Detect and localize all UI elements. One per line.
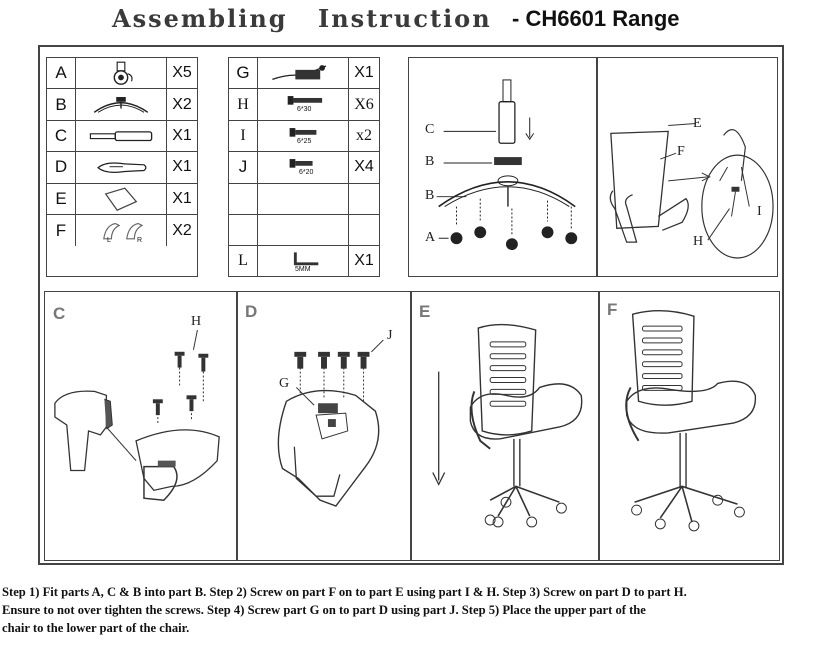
label-base: B: [425, 188, 435, 203]
model-range: - CH6601 Range: [512, 6, 680, 31]
steps-line-2: Ensure to not over tighten the screws. S…: [2, 603, 646, 617]
part-qty: X6: [348, 89, 379, 120]
part-letter: F: [47, 215, 76, 247]
screw-size: 6*30: [297, 106, 312, 114]
allen-key-size: 5MM: [295, 266, 311, 274]
label-armrest: F: [677, 144, 685, 159]
panel-c-letter: C: [53, 304, 66, 323]
part-qty: X2: [166, 215, 197, 247]
mechanism-icon: [259, 58, 347, 88]
part-row-l: L 5MM X1: [229, 246, 379, 277]
label-mechanism: G: [279, 376, 290, 391]
part-letter: C: [47, 120, 76, 152]
part-letter: A: [47, 58, 76, 89]
screw-icon: 6*30: [259, 89, 347, 119]
part-qty: X1: [166, 120, 197, 152]
part-letter: J: [229, 152, 258, 183]
armrest-detail-illustration: [609, 122, 774, 259]
part-qty: X5: [166, 58, 197, 89]
steps-line-1: Step 1) Fit parts A, C & B into part B. …: [2, 585, 687, 599]
part-row-a: A X5: [47, 58, 197, 90]
allen-key-icon: 5MM: [259, 246, 347, 276]
screw-size: 6*20: [299, 169, 314, 177]
label-casters: A: [425, 230, 436, 245]
label-gas-lift: C: [425, 122, 435, 137]
screw-icon: 6*25: [259, 121, 347, 151]
part-qty: [348, 183, 379, 214]
part-qty: X1: [348, 246, 379, 277]
part-row-h: H 6*30 X6: [229, 89, 379, 121]
label-screw-j: J: [387, 328, 393, 343]
part-letter: B: [47, 89, 76, 120]
part-letter: [229, 183, 258, 214]
armrest-right-tag: R: [137, 237, 143, 244]
part-letter: D: [47, 152, 76, 183]
parts-table-left: A X5 B X2 C X1 D X1 E X1 F: [46, 57, 198, 277]
label-base-cover: B: [425, 154, 435, 169]
panel-armrest-detail: E F I H: [596, 57, 778, 277]
step-d-illustration: [277, 339, 384, 507]
part-qty: X2: [166, 89, 197, 120]
part-letter: G: [229, 58, 258, 89]
part-qty: X1: [166, 183, 197, 214]
part-letter: I: [229, 120, 258, 152]
part-qty: X4: [348, 152, 379, 183]
part-letter: L: [229, 246, 258, 277]
part-row-c: C X1: [47, 120, 197, 153]
screw-icon: 6*20: [259, 152, 347, 182]
part-letter: H: [229, 89, 258, 120]
part-qty: [348, 215, 379, 246]
panel-d-letter: D: [245, 302, 258, 321]
parts-table-right: G X1 H 6*30 X6 I 6*25 x2 J 6*20 X4: [228, 57, 380, 277]
title-word-2: Instruction: [318, 4, 492, 33]
part-qty: X1: [348, 58, 379, 89]
seat-plate-icon: [77, 152, 165, 182]
part-row-empty: [229, 215, 379, 247]
part-row-f: F L R X2: [47, 215, 197, 247]
base-assembly-illustration: [436, 79, 578, 251]
part-qty: x2: [348, 120, 379, 152]
label-screw-i: I: [757, 204, 762, 219]
part-row-d: D X1: [47, 152, 197, 184]
part-letter: [229, 215, 258, 246]
label-seat: E: [693, 116, 702, 131]
gas-lift-icon: [77, 121, 165, 151]
seat-cushion-icon: [77, 184, 165, 214]
step-e-illustration: [432, 323, 583, 528]
assembly-steps: Step 1) Fit parts A, C & B into part B. …: [2, 583, 832, 637]
panel-base-assembly: C B B A: [408, 57, 598, 277]
instruction-frame: [38, 45, 784, 565]
panel-e-letter: E: [419, 302, 431, 321]
part-row-g: G X1: [229, 58, 379, 90]
part-row-b: B X2: [47, 89, 197, 121]
part-row-j: J 6*20 X4: [229, 152, 379, 184]
caster-wheel-icon: [77, 58, 165, 88]
panel-step-e: E: [410, 291, 600, 561]
part-qty: X1: [166, 152, 197, 183]
panel-step-d: D J G: [236, 291, 412, 561]
steps-line-3: chair to the lower part of the chair.: [2, 621, 190, 635]
panel-step-c: C H: [44, 291, 238, 561]
panel-step-f: F: [598, 291, 780, 561]
title-word-1: Assembling: [112, 4, 288, 33]
label-screw-h: H: [693, 234, 704, 249]
armrest-icon: L R: [77, 215, 165, 246]
part-row-e: E X1: [47, 183, 197, 215]
base-star-icon: [77, 89, 165, 119]
part-row-i: I 6*25 x2: [229, 120, 379, 153]
screw-size: 6*25: [297, 137, 312, 145]
armrest-left-tag: L: [107, 237, 111, 244]
part-letter: E: [47, 183, 76, 214]
step-c-illustration: [54, 329, 220, 502]
part-row-empty: [229, 183, 379, 215]
page-title: Assembling Instruction - CH6601 Range: [0, 4, 832, 34]
panel-f-letter: F: [607, 300, 618, 319]
step-f-illustration: [625, 310, 757, 532]
label-screw-h: H: [191, 314, 202, 329]
